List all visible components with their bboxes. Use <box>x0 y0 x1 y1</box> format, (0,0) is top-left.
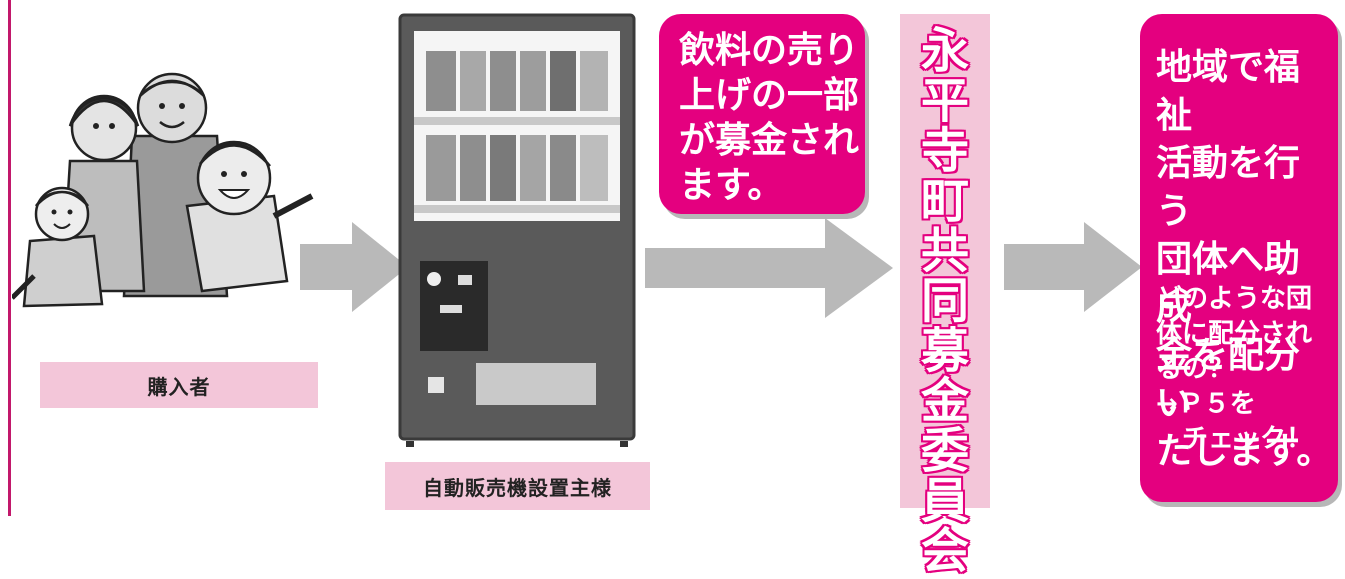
callout-note-line: チェック！ <box>1156 424 1313 454</box>
committee-name: 永平寺町共同募金委員会 <box>900 23 990 577</box>
committee-name-char: 共 <box>920 223 970 279</box>
committee-name-char: 平 <box>920 73 970 129</box>
committee-name-char: 寺 <box>920 123 970 179</box>
donation-callout: 飲料の売り 上げの一部 が募金され ます。 <box>659 14 865 214</box>
callout-line: 上げの一部 <box>679 75 860 116</box>
callout-note-line: 体に配分され <box>1156 319 1313 349</box>
committee-name-char: 募 <box>920 323 970 379</box>
committee-name-char: 金 <box>920 373 970 429</box>
callout-note-line: どのような団 <box>1156 284 1313 314</box>
callout-line: 金を配分い <box>1156 335 1301 424</box>
callout-line: 団体へ助成 <box>1156 239 1301 328</box>
committee-name-char: 同 <box>920 273 970 329</box>
callout-line: が募金され <box>679 120 860 161</box>
callout-note-line: るの？ <box>1156 354 1235 384</box>
callout-line: たします。 <box>1156 431 1333 472</box>
committee-name-char: 会 <box>920 523 970 579</box>
buyer-label: 購入者 <box>40 362 318 408</box>
committee-name-char: 委 <box>920 423 970 479</box>
arrow-right-icon <box>645 218 893 318</box>
callout-line: 地域で福祉 <box>1156 47 1301 136</box>
committee-name-char: 永 <box>920 23 970 79</box>
committee-name-char: 員 <box>920 473 970 529</box>
arrow-right-icon <box>300 222 408 312</box>
grant-callout: 地域で福祉 活動を行う 団体へ助成 金を配分い たします。 どのような団 体に配… <box>1140 14 1338 502</box>
family-illustration <box>12 72 314 308</box>
callout-line: 活動を行う <box>1156 143 1301 232</box>
committee-band <box>900 14 990 508</box>
page-link[interactable]: →Ｐ５を <box>1156 389 1256 419</box>
vending-machine-illustration <box>398 13 636 447</box>
callout-line: ます。 <box>679 165 784 206</box>
callout-line: 飲料の売り <box>679 30 860 71</box>
arrow-right-icon <box>1004 222 1142 312</box>
committee-name-char: 町 <box>920 173 970 229</box>
left-accent-line <box>8 0 11 516</box>
vending-machine-label: 自動販売機設置主様 <box>385 462 650 510</box>
